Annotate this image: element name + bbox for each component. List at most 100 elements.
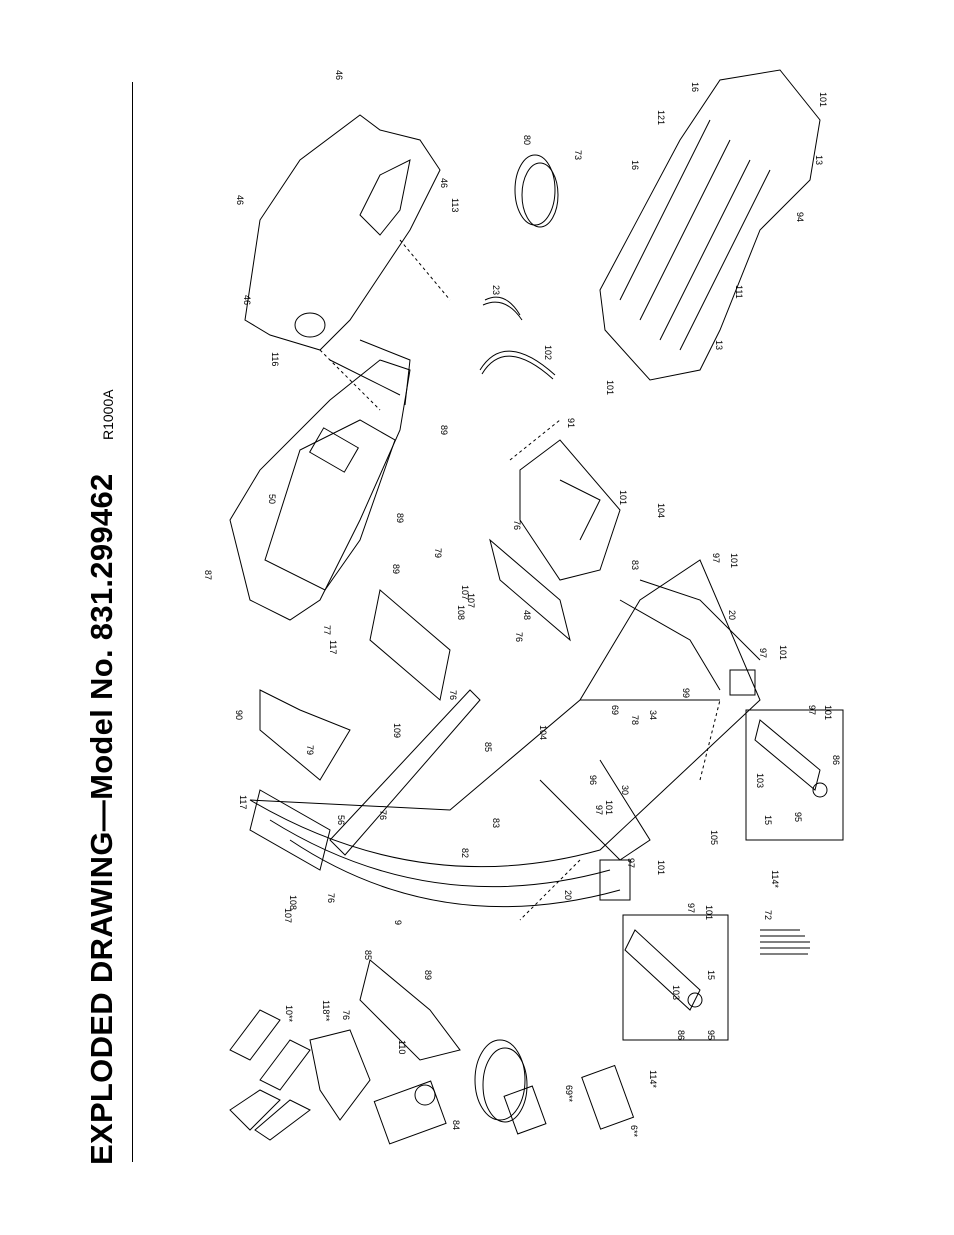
part-callout-89: 89: [439, 425, 449, 435]
part-callout-116: 116: [270, 352, 280, 366]
part-callout-15: 15: [706, 970, 716, 980]
part-callout-86: 86: [676, 1030, 686, 1040]
part-callout-48: 48: [522, 610, 532, 620]
part-callout-23: 23: [491, 285, 501, 295]
leader-lines: [319, 239, 721, 921]
console-assembly: [229, 339, 411, 621]
part-callout-109: 109: [392, 723, 402, 738]
hood-cover: [244, 114, 441, 351]
part-callout-91: 91: [566, 418, 576, 428]
part-callout-13: 13: [814, 155, 824, 165]
part-callout-99: 99: [681, 688, 691, 698]
part-callout-10ss: 10**: [284, 1005, 294, 1023]
part-callout-15: 15: [763, 815, 773, 825]
part-callout-13: 13: [714, 340, 724, 350]
title-rule: [132, 82, 133, 1162]
detail-box-left: [622, 914, 729, 1041]
part-callout-103: 103: [671, 985, 681, 1000]
part-callout-85: 85: [483, 742, 493, 752]
part-callout-89: 89: [391, 564, 401, 574]
part-callout-101: 101: [818, 92, 828, 107]
part-callout-76: 76: [378, 810, 388, 820]
part-callout-105: 105: [709, 830, 719, 845]
accessories: [229, 689, 810, 1145]
part-callout-79: 79: [433, 548, 443, 558]
part-callout-9: 9: [393, 920, 403, 925]
part-callout-96: 96: [588, 775, 598, 785]
deck-plate: [519, 439, 621, 581]
part-callout-83: 83: [491, 818, 501, 828]
part-callout-34: 34: [648, 710, 658, 720]
part-callout-78: 78: [630, 715, 640, 725]
part-callout-107: 107: [460, 585, 470, 600]
part-callout-101: 101: [704, 905, 714, 920]
part-callout-20: 20: [563, 890, 573, 900]
part-callout-111: 111: [734, 285, 744, 299]
part-callout-121: 121: [656, 110, 666, 125]
part-callout-97: 97: [686, 903, 696, 913]
part-callout-101: 101: [605, 380, 615, 395]
part-callout-118ss: 118**: [321, 1000, 331, 1022]
main-frame: [249, 559, 761, 908]
detail-box-right: [745, 709, 844, 841]
part-callout-90: 90: [234, 710, 244, 720]
part-callout-113: 113: [450, 198, 460, 212]
part-callout-76: 76: [514, 632, 524, 642]
part-callout-107: 107: [466, 593, 476, 608]
part-callout-50: 50: [267, 494, 277, 504]
part-callout-46: 46: [439, 178, 449, 188]
part-callout-46: 46: [235, 195, 245, 205]
part-callout-97: 97: [711, 553, 721, 563]
part-callout-110: 110: [397, 1040, 407, 1054]
part-callout-56: 56: [336, 815, 346, 825]
part-callout-101: 101: [656, 860, 666, 875]
part-callout-101: 101: [604, 800, 614, 815]
part-callout-76: 76: [512, 520, 522, 530]
part-callout-16: 16: [690, 82, 700, 92]
part-callout-69ss: 69**: [564, 1085, 574, 1103]
part-callout-104: 104: [538, 725, 548, 740]
part-callout-102: 102: [543, 345, 553, 360]
part-callout-79: 79: [305, 745, 315, 755]
part-callout-76: 76: [326, 893, 336, 903]
motor-hood: [599, 69, 821, 381]
part-callout-117: 117: [238, 795, 248, 809]
part-callout-76: 76: [341, 1010, 351, 1020]
part-callout-82: 82: [460, 848, 470, 858]
part-callout-30: 30: [620, 785, 630, 795]
part-callout-76: 76: [448, 690, 458, 700]
part-callout-114s: 114*: [770, 870, 780, 888]
part-callout-101: 101: [618, 490, 628, 505]
callout-labels: 4646464611311680732310216121161011394111…: [203, 70, 841, 1138]
part-callout-86: 86: [831, 755, 841, 765]
part-callout-97: 97: [807, 705, 817, 715]
part-callout-97: 97: [758, 648, 768, 658]
part-callout-46: 46: [242, 295, 252, 305]
part-callout-89: 89: [395, 513, 405, 523]
part-callout-108: 108: [456, 605, 466, 620]
part-callout-77: 77: [322, 625, 332, 635]
part-callout-104: 104: [656, 503, 666, 518]
part-callout-16: 16: [630, 160, 640, 170]
part-callout-84: 84: [451, 1120, 461, 1130]
part-callout-97: 97: [626, 858, 636, 868]
wheel-details: [624, 719, 828, 1011]
part-callout-94: 94: [795, 212, 805, 222]
part-callout-80: 80: [522, 135, 532, 145]
part-callout-103: 103: [755, 773, 765, 788]
part-callout-20: 20: [727, 610, 737, 620]
part-callout-114s: 114*: [648, 1070, 658, 1088]
part-callout-95: 95: [706, 1030, 716, 1040]
part-callout-73: 73: [573, 150, 583, 160]
part-callout-101: 101: [729, 553, 739, 568]
part-callout-101: 101: [778, 645, 788, 660]
part-callout-95: 95: [793, 812, 803, 822]
part-callout-97: 97: [594, 805, 604, 815]
part-callout-101: 101: [823, 705, 833, 720]
part-callout-85: 85: [363, 950, 373, 960]
part-callout-108: 108: [288, 895, 298, 910]
part-callout-83: 83: [630, 560, 640, 570]
cables: [479, 154, 559, 380]
